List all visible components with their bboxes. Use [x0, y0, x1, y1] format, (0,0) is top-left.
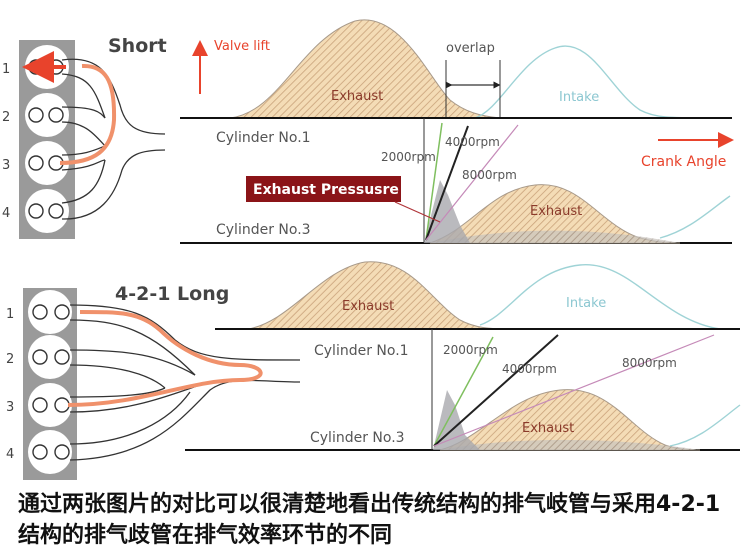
cylinder-number-2b: 2 — [6, 352, 14, 367]
title-4-2-1-long: 4-2-1 Long — [115, 283, 229, 305]
exhaust-pressure-pointer — [394, 201, 441, 223]
cylinder-number-4: 4 — [2, 206, 10, 221]
cylinder-number-3: 3 — [2, 158, 10, 173]
rpm-2000-label: 2000rpm — [381, 150, 436, 164]
rpm-4000-label-b: 4000rpm — [502, 362, 557, 376]
cyl3b-label: Cylinder No.3 — [310, 430, 405, 446]
long-exhaust-flow-arrow — [67, 310, 263, 407]
rpm-2000-line-b — [433, 336, 494, 447]
cyl1-intake-label: Intake — [559, 90, 599, 105]
caption-text: 通过两张图片的对比可以很清楚地看出传统结构的排气岐管与采用4-2-1结构的排气歧… — [18, 492, 721, 548]
cylinder-3 — [25, 141, 69, 185]
exhaust-manifold-diagram: 1 2 3 4 Short Valve lift Exhaust Intake — [2, 19, 741, 480]
rpm-2000-line — [425, 122, 443, 241]
exhaust-pressure-label: Exhaust Pressusre — [253, 182, 399, 198]
rpm-4000-line — [425, 125, 469, 241]
cylinder-number-2: 2 — [2, 110, 10, 125]
cyl3-exhaust-label: Exhaust — [530, 204, 582, 219]
overlap-label: overlap — [446, 41, 495, 56]
cyl3-intake-curve — [659, 195, 731, 239]
cylinder-4 — [25, 189, 69, 233]
rpm-8000-label: 8000rpm — [462, 168, 517, 182]
cylinders-2 — [28, 290, 72, 474]
cyl1b-exhaust-label: Exhaust — [342, 299, 394, 314]
cyl1-intake-curve — [474, 45, 711, 119]
crank-angle-label: Crank Angle — [641, 154, 726, 170]
cyl3b-intake-curve — [669, 404, 741, 447]
cyl1-exhaust-curve — [229, 19, 501, 119]
rpm-2000-label-b: 2000rpm — [443, 343, 498, 357]
cylinder-number-1: 1 — [2, 62, 10, 77]
rpm-4000-label: 4000rpm — [445, 135, 500, 149]
cyl1-exhaust-label: Exhaust — [331, 89, 383, 104]
cyl1b-intake-label: Intake — [566, 296, 606, 311]
top-panel: 1 2 3 4 Short Valve lift Exhaust Intake — [2, 19, 734, 244]
cyl1b-label: Cylinder No.1 — [314, 343, 409, 359]
exhaust-flow-arrow — [59, 63, 117, 165]
cylinder-number-4b: 4 — [6, 447, 14, 462]
long-manifold-pipes — [69, 304, 301, 461]
cyl3b-exhaust-label: Exhaust — [522, 421, 574, 436]
cyl3b-gray-band — [440, 439, 700, 450]
rpm-4000-line-b — [433, 334, 559, 447]
cyl1-label: Cylinder No.1 — [216, 130, 311, 146]
cyl3-gray-band — [430, 230, 680, 243]
rpm-8000-line — [425, 124, 519, 241]
cyl1b-exhaust-curve — [247, 261, 511, 330]
cylinder-number-1b: 1 — [6, 307, 14, 322]
valve-lift-label: Valve lift — [214, 39, 270, 54]
cyl1b-intake-curve — [479, 264, 721, 330]
long-pressure-spike — [433, 390, 480, 450]
exhaust-pressure-box — [246, 176, 401, 202]
short-manifold-pipes — [61, 58, 166, 220]
bottom-panel: 1 2 3 4 4-2-1 Long Exhaust Intake Cylind… — [6, 261, 741, 480]
cylinder-2 — [25, 93, 69, 137]
rpm-8000-line-b — [433, 334, 715, 447]
title-short: Short — [108, 35, 167, 57]
cylinder-number-3b: 3 — [6, 400, 14, 415]
cyl3-label: Cylinder No.3 — [216, 222, 311, 238]
rpm-8000-label-b: 8000rpm — [622, 356, 677, 370]
